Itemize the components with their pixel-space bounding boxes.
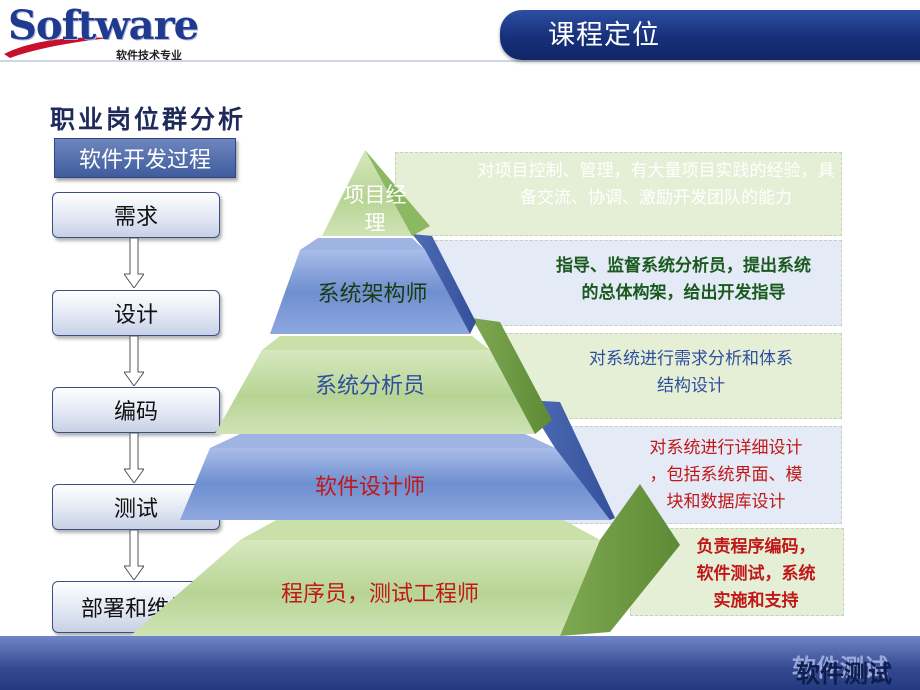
pyramid-top [300, 238, 425, 250]
pyramid-level-designer [180, 400, 615, 520]
pyramid-side [525, 400, 615, 520]
level-label-system-analyst: 系统分析员 [314, 374, 425, 399]
down-arrow-icon [124, 530, 144, 580]
logo-swoosh-icon [4, 37, 110, 58]
pyramid-side [365, 150, 430, 236]
down-arrow-icon [124, 433, 144, 483]
description-system-architect: 指导、监督系统分析员，提出系统 的总体构架，给出开发指导 [556, 256, 811, 303]
footer-title: 软件测试 [796, 659, 892, 688]
description-project-manager: 对项目控制、管理，有大量项目实践的经验，具备交流、协调、激励开发团队的能力 [477, 161, 835, 208]
logo: Software [8, 2, 199, 49]
level-label-project-manager: 项目经 理 [343, 183, 407, 235]
panel-system-architect: 指导、监督系统分析员，提出系统 的总体构架，给出开发指导 [425, 240, 842, 326]
section-title: 职业岗位群分析 [50, 105, 247, 134]
description-programmer-tester: 负责程序编码， 软件测试，系统 实施和支持 [696, 537, 816, 611]
pyramid-face [180, 448, 610, 520]
pyramid-level-project-manager [322, 150, 430, 236]
logo-subtitle: 软件技术专业 [116, 49, 182, 62]
pyramid-level-architect [270, 234, 476, 334]
description-software-designer: 对系统进行详细设计 ，包括系统界面、模 块和数据库设计 [649, 438, 803, 512]
pyramid-side [560, 484, 680, 636]
pyramid-level-analyst [215, 318, 552, 434]
title-bar [500, 10, 920, 60]
pyramid-side [472, 318, 552, 434]
pyramid-top [240, 518, 600, 540]
level-label-system-architect: 系统架构师 [317, 282, 428, 307]
down-arrow-icon [124, 336, 144, 386]
pyramid-top [262, 336, 490, 350]
process-header: 软件开发过程 [54, 138, 236, 178]
pyramid-face [130, 540, 600, 636]
pyramid-face [215, 350, 535, 434]
pyramid-face [322, 150, 412, 236]
description-system-analyst: 对系统进行需求分析和体系 结构设计 [589, 349, 793, 396]
panel-programmer-tester: 负责程序编码， 软件测试，系统 实施和支持 [630, 528, 844, 616]
step-design: 设计 [52, 290, 220, 336]
pyramid-side [412, 234, 476, 334]
footer-text-shadow: 软件测试 [792, 653, 888, 682]
slide-title: 课程定位 [548, 20, 660, 51]
down-arrow-icon [124, 238, 144, 288]
header-divider [0, 60, 920, 62]
pyramid-face [270, 250, 470, 334]
level-label-software-designer: 软件设计师 [314, 475, 425, 500]
panel-project-manager: 对项目控制、管理，有大量项目实践的经验，具备交流、协调、激励开发团队的能力 [395, 152, 842, 236]
pyramid-level-programmer [130, 484, 680, 636]
level-label-programmer-tester: 程序员，测试工程师 [280, 582, 479, 607]
footer-bar [0, 636, 920, 690]
pyramid-top [210, 434, 555, 448]
